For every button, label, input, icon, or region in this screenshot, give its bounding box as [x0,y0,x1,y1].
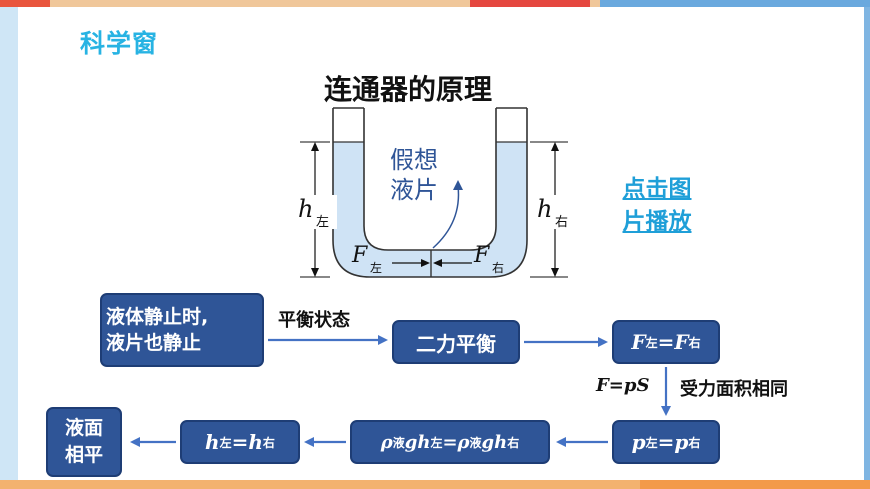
h-eq-a-sub: 左 [219,435,232,450]
f-eq-b: F [674,330,689,354]
rho-eq-rho2: ρ [457,431,470,453]
arrow-f-to-p [661,367,671,416]
h-eq-a: h [205,430,220,454]
top-decor-red [0,0,50,7]
p-eq-a-sub: 左 [645,435,658,450]
liquid-static-line-2: 液片也静止 [106,332,202,354]
rho-eq-left-sub: 左 [430,435,443,450]
p-eq-b-sub: 右 [688,435,701,450]
arrow-p-to-rho [556,437,608,447]
right-decor-bar [864,7,870,480]
f-left-sub: 左 [370,260,382,275]
p-eq-a: p [631,430,646,454]
h-right-label: h [537,195,552,223]
left-decor-bar [0,7,18,480]
f-eq-a-sub: 左 [645,335,658,350]
top-decor-bar [0,0,870,7]
play-animation-link[interactable]: 点击图 片播放 [612,173,702,239]
pressure-formula-label: F=pS [596,375,650,396]
top-decor-red-2 [470,0,590,7]
f-eq-b-sub: 右 [688,335,701,350]
arrow-static-to-balance [268,335,388,345]
liquid-sheet-pointer-head [453,180,463,190]
rho-eq-gh: gh [404,431,431,453]
h-eq-b-sub: 右 [262,435,275,450]
play-link-line-1: 点击图 [622,176,692,202]
f-right-label: F [473,243,490,268]
liquid-level-line-1: 液面 [64,417,103,439]
content-panel [18,7,864,480]
liquid-sheet-label-1: 假想 [390,146,438,174]
h-right-sub: 右 [555,215,568,230]
u-tube-inner-wall [363,108,497,251]
f-left-label: F [351,243,368,268]
h-right-marker [530,141,575,278]
p-eq-b: p [674,430,689,454]
bottom-decor-orange [640,480,870,489]
f-eq-a: F [631,330,646,354]
h-eq-sign: = [231,430,249,454]
liquid-level-line-2: 相平 [64,444,103,466]
same-area-label: 受力面积相同 [680,379,788,400]
rho-eq-rho2-sub: 液 [469,435,482,450]
liquid-level-box: 液面 相平 [46,407,122,477]
arrow-rho-to-h [304,437,346,447]
h-left-marker [297,141,337,278]
rho-eq-sign: = [442,431,458,453]
liquid-sheet-label-2: 液片 [390,176,438,204]
rho-eq-rho: ρ [380,431,393,453]
arrow-balance-to-f [524,337,608,347]
diagram-title: 连通器的原理 [324,73,493,106]
two-force-balance-box: 二力平衡 [392,320,520,364]
p-eq-sign: = [657,430,675,454]
play-link-line-2: 片播放 [622,209,692,235]
rho-eq-gh2: gh [481,431,508,453]
u-tube-outer-wall [332,108,528,278]
rho-eq-right-sub: 右 [507,435,520,450]
h-left-label: h [298,195,313,223]
h-eq-b: h [248,430,263,454]
f-eq-sign: = [657,330,675,354]
top-decor-blue [600,0,870,7]
f-left-arrow [392,259,430,267]
rho-eq-rho-sub: 液 [392,435,405,450]
arrow-h-to-level [130,437,176,447]
liquid-static-box: 液体静止时, 液片也静止 [100,293,264,367]
f-right-sub: 右 [492,260,504,275]
section-title: 科学窗 [80,29,159,58]
h-left-sub: 左 [316,215,329,230]
liquid-sheet-pointer [432,185,460,249]
bottom-decor-bar [0,480,870,489]
liquid-static-line-1: 液体静止时, [106,306,209,328]
f-right-arrow [433,259,472,267]
balance-state-label: 平衡状态 [278,310,350,331]
